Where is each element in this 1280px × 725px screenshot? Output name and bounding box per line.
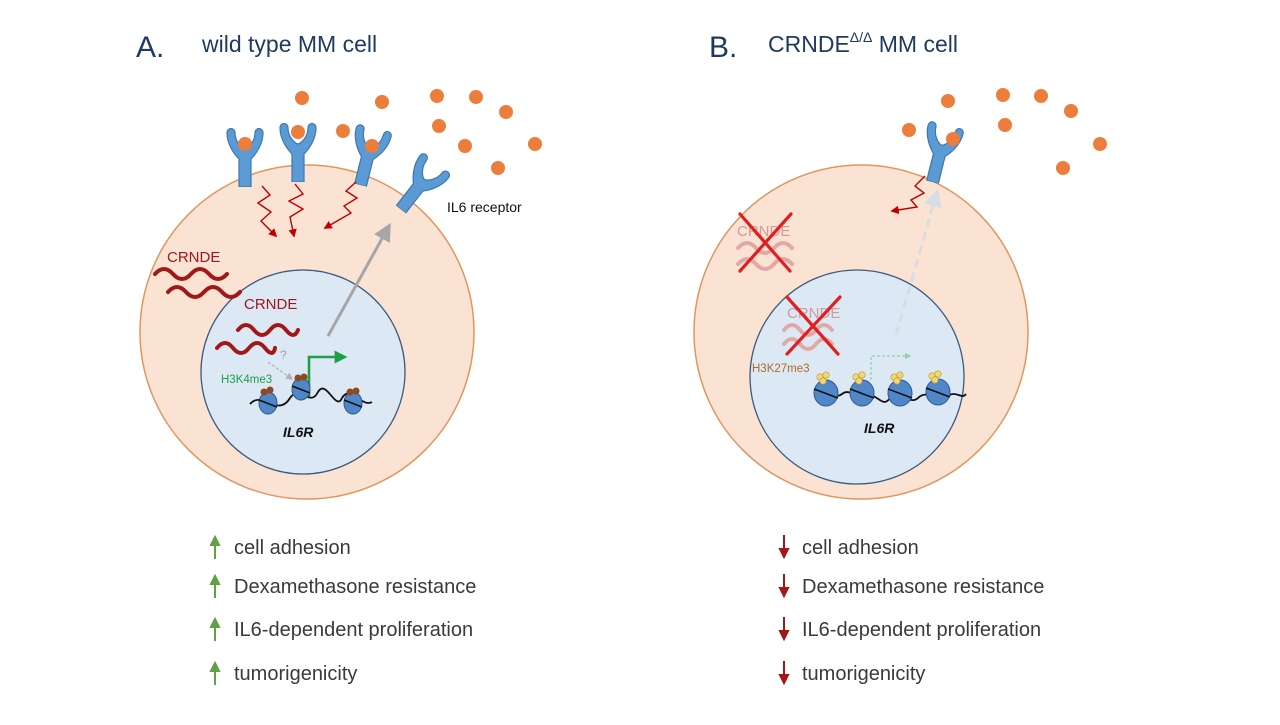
down-arrow-icon bbox=[778, 617, 790, 642]
methyl-mark-icon bbox=[260, 388, 268, 396]
panel-b-title-rest: MM cell bbox=[872, 31, 958, 57]
crnde-cytoplasm-label: CRNDE bbox=[167, 249, 220, 266]
methyl-mark-icon bbox=[300, 373, 308, 381]
methyl-mark-icon bbox=[352, 387, 360, 395]
rna-strand bbox=[215, 341, 277, 355]
rna-strand bbox=[166, 285, 242, 299]
il6-dot bbox=[1056, 161, 1070, 175]
effect-label: Dexamethasone resistance bbox=[234, 576, 476, 598]
cross-icon bbox=[738, 212, 793, 273]
il6-dot bbox=[430, 89, 444, 103]
down-arrow-icon bbox=[778, 535, 790, 560]
il6-dot bbox=[1093, 137, 1107, 151]
effect-label: IL6-dependent proliferation bbox=[234, 619, 473, 641]
il6-dot bbox=[365, 139, 379, 153]
methyl-mark-icon bbox=[931, 376, 939, 384]
nucleosomes-b bbox=[813, 370, 951, 407]
crnde-nucleus-label: CRNDE bbox=[244, 296, 297, 313]
crnde-rna-nucleus bbox=[215, 323, 300, 355]
up-arrow-icon bbox=[209, 660, 221, 685]
rna-strand bbox=[736, 257, 794, 271]
panel-a-title: wild type MM cell bbox=[201, 31, 377, 57]
panel-a-letter: A. bbox=[136, 31, 164, 64]
il6-dot bbox=[238, 137, 252, 151]
il6-dot bbox=[902, 123, 916, 137]
panel-b-title-superscript: Δ/Δ bbox=[850, 29, 873, 45]
panel-b-title-main: CRNDE bbox=[768, 31, 850, 57]
gene-label-b: IL6R bbox=[864, 420, 895, 436]
il6-dot bbox=[375, 95, 389, 109]
effect-label: IL6-dependent proliferation bbox=[802, 619, 1041, 641]
il6-dot bbox=[499, 105, 513, 119]
il6-dot bbox=[1064, 104, 1078, 118]
panel-b-letter: B. bbox=[709, 31, 737, 64]
il6-receptor-label: IL6 receptor bbox=[447, 199, 522, 215]
il6-dot bbox=[295, 91, 309, 105]
effect-label: tumorigenicity bbox=[234, 663, 357, 685]
il6-dot bbox=[469, 90, 483, 104]
signal-arrows-a bbox=[256, 181, 359, 238]
methyl-mark-icon bbox=[934, 370, 942, 378]
effect-label: cell adhesion bbox=[802, 537, 919, 559]
export-arrow-blocked bbox=[894, 188, 942, 336]
up-arrow-icon bbox=[209, 616, 221, 641]
rna-strand bbox=[736, 241, 794, 255]
il6-dot bbox=[941, 94, 955, 108]
methyl-mark-icon bbox=[294, 374, 302, 382]
il6-dot bbox=[998, 118, 1012, 132]
methyl-mark-icon bbox=[896, 371, 904, 379]
panel-b-title: CRNDEΔ/Δ MM cell bbox=[768, 29, 958, 57]
rna-strand bbox=[153, 267, 229, 281]
up-arrow-icon bbox=[209, 534, 221, 559]
methyl-mark-icon bbox=[266, 386, 274, 394]
methyl-mark-icon bbox=[819, 377, 827, 385]
il6-dot bbox=[1034, 89, 1048, 103]
rna-strand bbox=[236, 323, 300, 337]
up-arrow-icon bbox=[209, 573, 221, 598]
crnde-rna-cytoplasm-faded bbox=[736, 241, 794, 271]
effect-label: cell adhesion bbox=[234, 537, 351, 559]
h3k4me3-label: H3K4me3 bbox=[221, 374, 272, 386]
signal-arrow bbox=[323, 181, 359, 229]
crnde-rna-cytoplasm bbox=[153, 267, 242, 299]
h3k27me3-label: H3K27me3 bbox=[752, 363, 810, 375]
panel-a: A. wild type MM cell bbox=[136, 31, 542, 500]
il6-dot bbox=[996, 88, 1010, 102]
il6-dot bbox=[432, 119, 446, 133]
il6-dot bbox=[491, 161, 505, 175]
il6-cluster-b bbox=[902, 88, 1107, 175]
nucleus-a bbox=[200, 269, 406, 475]
il6-cluster-a bbox=[295, 89, 542, 175]
methyl-mark-icon bbox=[855, 377, 863, 385]
rna-strand bbox=[782, 323, 834, 337]
methyl-mark-icon bbox=[346, 388, 354, 396]
cross-icon bbox=[785, 295, 842, 356]
panel-b: B. CRNDEΔ/Δ MM cell CRNDE bbox=[693, 29, 1107, 500]
il6-dot bbox=[458, 139, 472, 153]
question-mark: ? bbox=[280, 348, 287, 362]
nucleosomes-a bbox=[258, 373, 363, 415]
signal-arrow bbox=[287, 183, 305, 238]
effect-label: tumorigenicity bbox=[802, 663, 925, 685]
methyl-mark-icon bbox=[822, 371, 830, 379]
transcription-arrow-blocked bbox=[870, 352, 912, 380]
il6-dot bbox=[528, 137, 542, 151]
gene-label-a: IL6R bbox=[283, 424, 314, 440]
signal-arrow bbox=[256, 185, 278, 238]
methyl-mark-icon bbox=[858, 371, 866, 379]
down-arrow-icon bbox=[778, 661, 790, 686]
methyl-mark-icon bbox=[893, 377, 901, 385]
down-arrow-icon bbox=[778, 574, 790, 599]
signal-arrow bbox=[890, 175, 926, 215]
export-arrow bbox=[326, 222, 391, 337]
il6-dot bbox=[946, 132, 960, 146]
il6-dot bbox=[336, 124, 350, 138]
effect-label: Dexamethasone resistance bbox=[802, 576, 1044, 598]
il6-dot bbox=[291, 125, 305, 139]
